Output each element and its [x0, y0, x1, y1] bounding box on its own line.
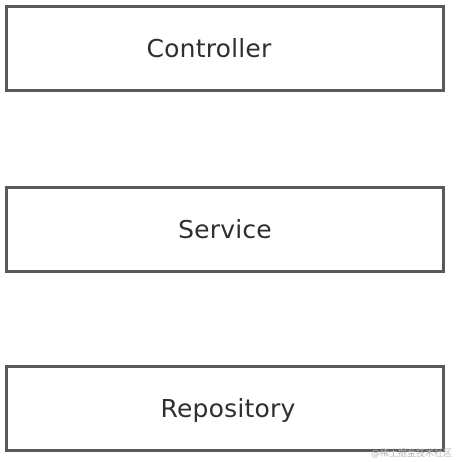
repository-layer-label: Repository	[160, 394, 296, 423]
repository-layer-box: Repository	[5, 365, 445, 452]
controller-layer-box: Controller	[5, 5, 445, 92]
service-layer-label: Service	[178, 215, 272, 244]
controller-layer-label: Controller	[146, 34, 272, 63]
service-layer-box: Service	[5, 186, 445, 273]
watermark-text: @稀土掘金技术社区	[370, 449, 452, 459]
